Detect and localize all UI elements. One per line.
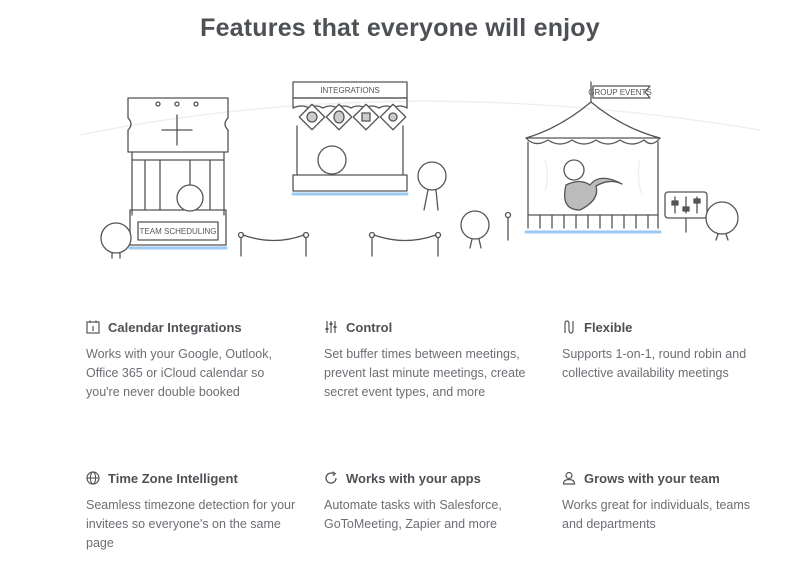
feature-description: Set buffer times between meetings, preve… bbox=[324, 347, 526, 399]
feature-title: Grows with your team bbox=[584, 470, 720, 486]
team-scheduling-sign: TEAM SCHEDULING bbox=[140, 227, 217, 236]
feature-calendar-integrations: Calendar Integrations Works with your Go… bbox=[86, 318, 296, 402]
feature-description: Supports 1-on-1, round robin and collect… bbox=[562, 347, 747, 380]
feature-description: Automate tasks with Salesforce, GoToMeet… bbox=[324, 498, 502, 531]
feature-title: Control bbox=[346, 319, 393, 335]
integrations-booth bbox=[291, 81, 447, 211]
feature-grows-with-team: Grows with your team Works great for ind… bbox=[562, 469, 772, 534]
integrations-banner: INTEGRATIONS bbox=[320, 86, 379, 95]
feature-description: Seamless timezone detection for your inv… bbox=[86, 498, 296, 550]
feature-works-with-apps: Works with your apps Automate tasks with… bbox=[324, 469, 534, 534]
feature-title: Flexible bbox=[584, 319, 633, 335]
feature-title: Calendar Integrations bbox=[108, 319, 242, 335]
feature-description: Works great for individuals, teams and d… bbox=[562, 498, 751, 531]
group-events-tent bbox=[524, 81, 662, 234]
team-scheduling-booth bbox=[100, 97, 229, 259]
feature-title: Time Zone Intelligent bbox=[108, 470, 238, 486]
user-icon bbox=[562, 471, 576, 485]
feature-time-zone: Time Zone Intelligent Seamless timezone … bbox=[86, 469, 296, 553]
group-events-flag: GROUP EVENTS bbox=[588, 88, 651, 97]
globe-icon bbox=[86, 471, 100, 485]
feature-description: Works with your Google, Outlook, Office … bbox=[86, 347, 272, 399]
sliders-icon bbox=[325, 321, 337, 333]
feature-title: Works with your apps bbox=[346, 470, 481, 486]
calendar-icon bbox=[86, 320, 100, 334]
flex-arrows-icon bbox=[564, 320, 574, 334]
page-title: Features that everyone will enjoy bbox=[200, 14, 600, 42]
features-illustration: TEAM SCHEDULING INTEGRATIONS GROUP EVENT… bbox=[79, 81, 761, 259]
feature-control: Control Set buffer times between meeting… bbox=[324, 318, 534, 402]
refresh-icon bbox=[325, 471, 337, 484]
feature-flexible: Flexible Supports 1-on-1, round robin an… bbox=[562, 318, 772, 383]
